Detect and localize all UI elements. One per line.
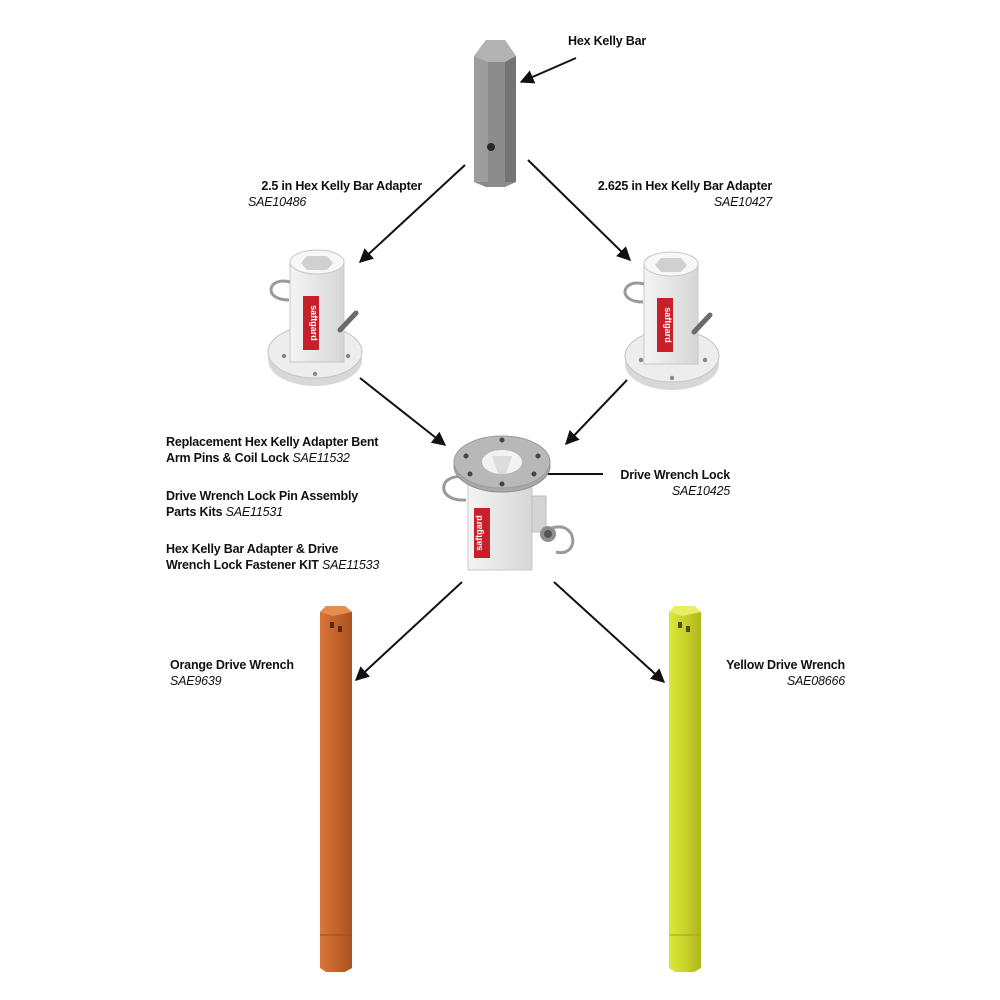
yellow-drive-wrench-image	[669, 606, 701, 972]
drive-wrench-lock-image: saftgard	[442, 435, 575, 571]
svg-text:saftgard: saftgard	[474, 515, 484, 551]
label-hex-kelly-bar: Hex Kelly Bar	[568, 33, 646, 49]
orange-drive-wrench-image	[320, 606, 352, 972]
label-yellow-wrench: Yellow Drive Wrench SAE08666	[700, 657, 845, 689]
lock-pin-kits-line1: Drive Wrench Lock Pin Assembly	[166, 489, 358, 503]
label-adapter-2625: 2.625 in Hex Kelly Bar Adapter SAE10427	[560, 178, 772, 210]
arrow-lock-to-orange-wrench	[354, 581, 463, 681]
adapter-2625-image: saftgard	[623, 251, 720, 390]
arrow-bar-to-adapter-25	[358, 164, 466, 263]
label-replacement-pins: Replacement Hex Kelly Adapter Bent Arm P…	[166, 434, 378, 466]
replacement-pins-line2: Arm Pins & Coil Lock	[166, 451, 290, 465]
arrow-adapter-2625-to-lock	[565, 379, 628, 446]
replacement-pins-line1: Replacement Hex Kelly Adapter Bent	[166, 435, 379, 449]
arrow-adapter-25-to-lock	[359, 377, 447, 446]
svg-text:saftgard: saftgard	[663, 307, 673, 343]
adapter-25-image: saftgard	[267, 249, 363, 386]
drive-wrench-lock-part-number: SAE10425	[671, 484, 730, 498]
hex-kelly-bar-name: Hex Kelly Bar	[568, 34, 646, 48]
lock-pin-kits-line2: Parts Kits	[166, 505, 223, 519]
adapter-25-name: 2.5 in Hex Kelly Bar Adapter	[261, 179, 422, 193]
hex-kelly-bar-image	[474, 40, 516, 187]
orange-wrench-name: Orange Drive Wrench	[170, 658, 294, 672]
label-adapter-25: 2.5 in Hex Kelly Bar Adapter SAE10486	[214, 178, 422, 210]
label-lock-pin-kits: Drive Wrench Lock Pin Assembly Parts Kit…	[166, 488, 358, 520]
svg-text:saftgard: saftgard	[309, 305, 319, 341]
arrow-lock-to-yellow-wrench	[553, 581, 666, 683]
label-drive-wrench-lock: Drive Wrench Lock SAE10425	[600, 467, 730, 499]
fastener-kit-line2: Wrench Lock Fastener KIT	[166, 558, 319, 572]
arrow-bar-to-adapter-2625	[527, 159, 631, 261]
yellow-wrench-part-number: SAE08666	[786, 674, 845, 688]
adapter-2625-part-number: SAE10427	[713, 195, 772, 209]
arrow-to-kelly-bar	[519, 57, 577, 84]
replacement-pins-part-number: SAE11532	[292, 451, 350, 465]
yellow-wrench-name: Yellow Drive Wrench	[726, 658, 845, 672]
arrows	[354, 57, 666, 683]
label-fastener-kit: Hex Kelly Bar Adapter & Drive Wrench Loc…	[166, 541, 379, 573]
label-orange-wrench: Orange Drive Wrench SAE9639	[170, 657, 294, 689]
fastener-kit-line1: Hex Kelly Bar Adapter & Drive	[166, 542, 339, 556]
drive-wrench-lock-name: Drive Wrench Lock	[620, 468, 730, 482]
orange-wrench-part-number: SAE9639	[170, 674, 222, 688]
lock-pin-kits-part-number: SAE11531	[225, 505, 283, 519]
fastener-kit-part-number: SAE11533	[321, 558, 380, 572]
adapter-25-part-number: SAE10486	[248, 195, 307, 209]
adapter-2625-name: 2.625 in Hex Kelly Bar Adapter	[597, 179, 772, 193]
